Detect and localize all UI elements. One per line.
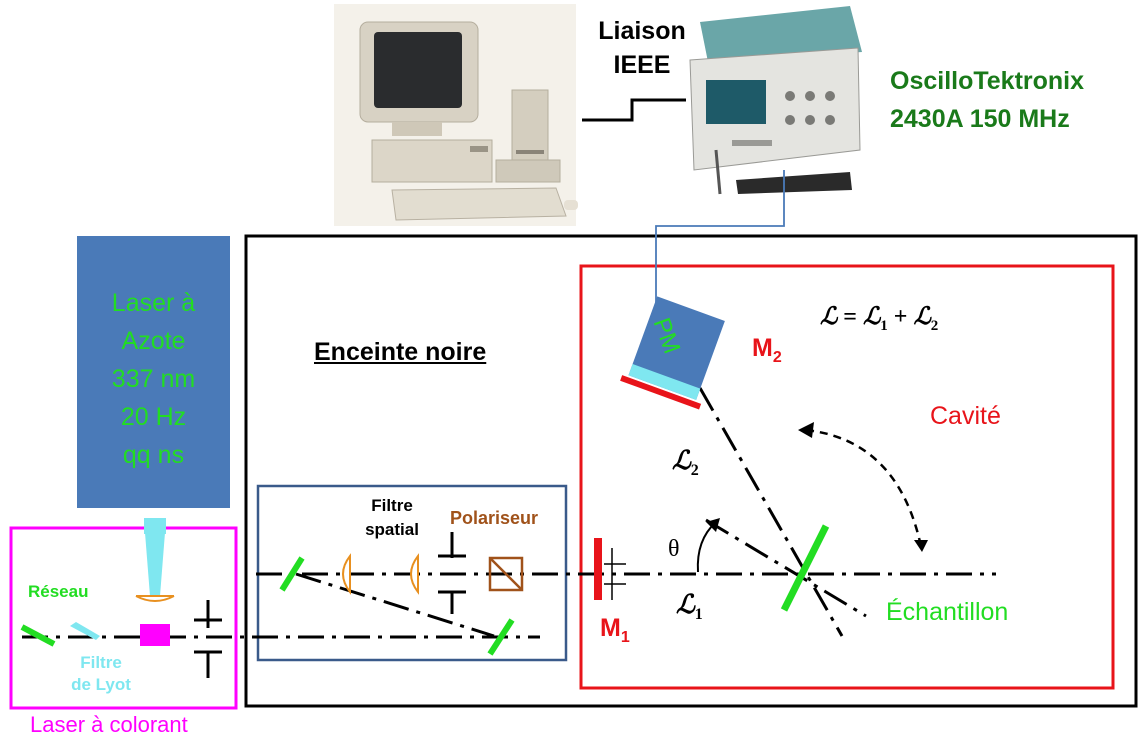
rotation-arrow: [805, 428, 922, 543]
focus-lens: [135, 595, 175, 602]
dye-aperture: [194, 600, 222, 678]
lens-2: [410, 553, 419, 595]
fold-mirror-1: [279, 556, 305, 592]
theta-arrow: [696, 521, 717, 573]
nitrogen-laser-block: [77, 236, 230, 508]
m1-label: M1: [600, 614, 630, 646]
polarizer-label: Polariseur: [450, 508, 539, 528]
dye-cell: [140, 624, 170, 646]
cavity-label: Cavité: [930, 402, 1001, 430]
fold-mirror-2: [487, 618, 515, 656]
signal-cable: [655, 170, 785, 320]
mirror-m1: [594, 538, 602, 600]
pm-detector: [620, 296, 725, 410]
enclosure-label: Enceinte noire: [314, 338, 487, 366]
beam-paths: [22, 387, 996, 639]
ieee-cable: [582, 98, 686, 122]
lens-1: [342, 553, 351, 595]
m1-mount: [604, 548, 626, 600]
nitrogen-laser-label: Laser à Azote 337 nm 20 Hz qq ns: [111, 289, 196, 469]
dye-laser-border: [9, 526, 238, 710]
black-enclosure-border: [244, 234, 1138, 708]
nitrogen-beam: [144, 520, 166, 596]
grating-label: Réseau: [28, 582, 89, 601]
m2-label: M2: [752, 334, 782, 366]
dye-laser-label: Laser à colorant: [30, 712, 188, 737]
l1-label: ℒ1: [676, 590, 703, 624]
polarizer-cube: [488, 556, 524, 592]
sample-plate: [780, 524, 830, 612]
computer-photo: [334, 4, 578, 226]
spatial-pinhole: [438, 532, 466, 614]
sample-label: Échantillon: [886, 598, 1009, 626]
length-equation: ℒ = ℒ1 + ℒ2: [820, 304, 939, 334]
oscilloscope-photo: [676, 4, 866, 196]
lyot-filter: [70, 622, 100, 640]
grating: [20, 624, 56, 647]
cavity-border: [579, 264, 1115, 690]
l2-label: ℒ2: [672, 446, 699, 480]
theta-label: θ: [668, 536, 680, 562]
